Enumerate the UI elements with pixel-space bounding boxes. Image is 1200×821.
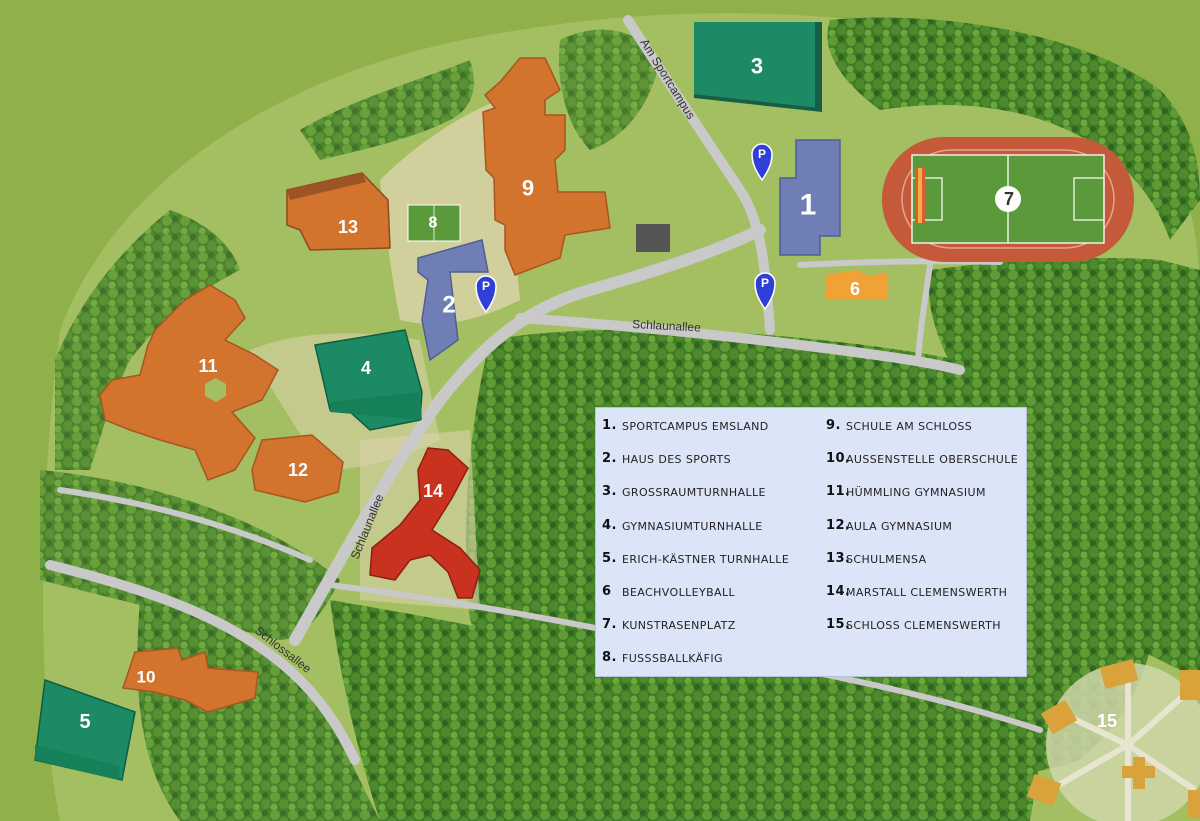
parking-label: P: [758, 147, 766, 161]
building-12-aula-gymnasium[interactable]: [251, 434, 344, 503]
label-15: 15: [1097, 711, 1117, 731]
building-13-schulmensa[interactable]: [286, 172, 391, 251]
legend-item: 3. GROSSRAUMTURNHALLE: [602, 484, 812, 517]
label-5: 5: [79, 711, 90, 733]
parking-label: P: [482, 279, 490, 293]
label-10: 10: [137, 668, 156, 687]
label-11: 11: [198, 356, 217, 376]
legend-item: 2. HAUS DES SPORTS: [602, 451, 812, 484]
legend-label: HÜMMLING GYMNASIUM: [846, 486, 986, 500]
road-schlaunallee-diagonal: [289, 224, 766, 646]
parking-label: P: [761, 276, 769, 290]
road-schlossallee: [45, 560, 360, 765]
road-am-sportcampus: [623, 15, 775, 335]
small-building: [636, 224, 670, 252]
legend-item: 10.AUSSENSTELLE OBERSCHULE: [826, 451, 1036, 484]
building-14-marstall-clemenswerth[interactable]: [369, 447, 481, 599]
legend-number: 2.: [602, 451, 617, 467]
building-4-gymnasiumturnhalle[interactable]: [314, 329, 423, 431]
legend-number: 12.: [826, 517, 851, 533]
legend-number: 4.: [602, 517, 617, 533]
legend-item: 15.SCHLOSS CLEMENSWERTH: [826, 617, 1036, 650]
forest-northwest: [300, 60, 474, 160]
legend-item: 13.SCHULMENSA: [826, 551, 1036, 584]
legend-item: 6 BEACHVOLLEYBALL: [602, 584, 812, 617]
legend-item: 7. KUNSTRASENPLATZ: [602, 617, 812, 650]
forest-east: [928, 258, 1200, 680]
building-3-grossraumturnhalle[interactable]: [694, 22, 822, 112]
legend-column-left: 1.SPORTCAMPUS EMSLAND 2.HAUS DES SPORTS …: [602, 418, 812, 684]
legend-number: 3.: [602, 484, 617, 500]
legend-item: 9. SCHULE AM SCHLOSS: [826, 418, 1036, 451]
building-10-aussenstelle-oberschule[interactable]: [121, 647, 259, 713]
legend-number: 1.: [602, 418, 617, 433]
legend-label: FUSSSBALLKÄFIG: [622, 652, 723, 666]
legend-label: KUNSTRASENPLATZ: [622, 619, 736, 633]
parking-marker-2[interactable]: P: [475, 275, 497, 314]
legend-label: SPORTCAMPUS EMSLAND: [622, 420, 769, 433]
legend-label: AUSSENSTELLE OBERSCHULE: [846, 453, 1019, 467]
building-2-haus-des-sports[interactable]: [417, 239, 489, 362]
legend-item: 4. GYMNASIUMTURNHALLE: [602, 518, 812, 551]
legend-label: SCHLOSS CLEMENSWERTH: [846, 619, 1001, 633]
path-south-2: [57, 487, 313, 563]
legend-label: GYMNASIUMTURNHALLE: [622, 519, 763, 533]
legend-item: 14.MARSTALL CLEMENSWERTH: [826, 584, 1036, 617]
path-track: [915, 262, 933, 363]
label-8: 8: [429, 215, 438, 232]
road-label-schlaunallee-east: Schlaunallee: [632, 317, 702, 335]
legend-item: 5. ERICH-KÄSTNER TURNHALLE: [602, 551, 812, 584]
legend-label: MARSTALL CLEMENSWERTH: [846, 585, 1008, 599]
legend-number: 10.: [826, 451, 851, 467]
label-9: 9: [522, 176, 534, 201]
legend-label: GROSSRAUMTURNHALLE: [622, 486, 766, 500]
label-13: 13: [338, 217, 358, 237]
building-1-sportcampus-emsland[interactable]: [779, 139, 841, 256]
legend-number: 5.: [602, 550, 617, 566]
label-2: 2: [442, 292, 455, 319]
label-1: 1: [800, 189, 817, 222]
legend-number: 14.: [826, 583, 851, 599]
label-14: 14: [423, 481, 443, 501]
legend-number: 7.: [602, 617, 617, 633]
legend-number: 8.: [602, 650, 617, 666]
legend-number: 15.: [826, 617, 851, 633]
label-12: 12: [288, 460, 308, 480]
legend-label: HAUS DES SPORTS: [622, 453, 732, 467]
legend-number: 11.: [826, 484, 851, 500]
legend-label: SCHULE AM SCHLOSS: [846, 420, 973, 433]
legend-item: 12.AULA GYMNASIUM: [826, 518, 1036, 551]
legend-label: SCHULMENSA: [846, 552, 927, 566]
building-11-huemmling-gymnasium[interactable]: [99, 284, 279, 481]
legend-label: ERICH-KÄSTNER TURNHALLE: [622, 552, 790, 566]
label-3: 3: [751, 54, 763, 79]
label-4: 4: [361, 358, 371, 378]
building-5-erich-kaestner-turnhalle[interactable]: [34, 678, 136, 781]
parking-marker-1[interactable]: P: [751, 143, 773, 182]
building-8-fussballkaefig[interactable]: [407, 204, 461, 242]
label-6: 6: [850, 279, 860, 299]
building-7-kunstrasenplatz[interactable]: [882, 137, 1134, 262]
forest-north: [559, 29, 660, 150]
building-9-schule-am-schloss[interactable]: [482, 57, 611, 276]
forest-southmid: [330, 600, 1040, 821]
map-legend: 1.SPORTCAMPUS EMSLAND 2.HAUS DES SPORTS …: [595, 407, 1027, 677]
legend-label: BEACHVOLLEYBALL: [622, 585, 736, 599]
forest-south-west: [40, 470, 340, 640]
legend-item: 11.HÜMMLING GYMNASIUM: [826, 484, 1036, 517]
parking-marker-3[interactable]: P: [754, 272, 776, 311]
legend-number: 6: [602, 583, 612, 599]
legend-number: 9.: [826, 418, 841, 433]
legend-label: AULA GYMNASIUM: [846, 519, 953, 533]
label-7: 7: [1004, 189, 1014, 209]
legend-column-right: 9. SCHULE AM SCHLOSS 10.AUSSENSTELLE OBER…: [826, 418, 1036, 650]
legend-item: 1. SPORTCAMPUS EMSLAND: [602, 418, 812, 451]
building-15-schloss-clemenswerth[interactable]: [1026, 658, 1200, 821]
legend-item: 8. FUSSSBALLKÄFIG: [602, 650, 812, 683]
forest-northeast: [827, 17, 1200, 241]
building-6-beachvolleyball[interactable]: [826, 270, 888, 300]
legend-number: 13.: [826, 550, 851, 566]
